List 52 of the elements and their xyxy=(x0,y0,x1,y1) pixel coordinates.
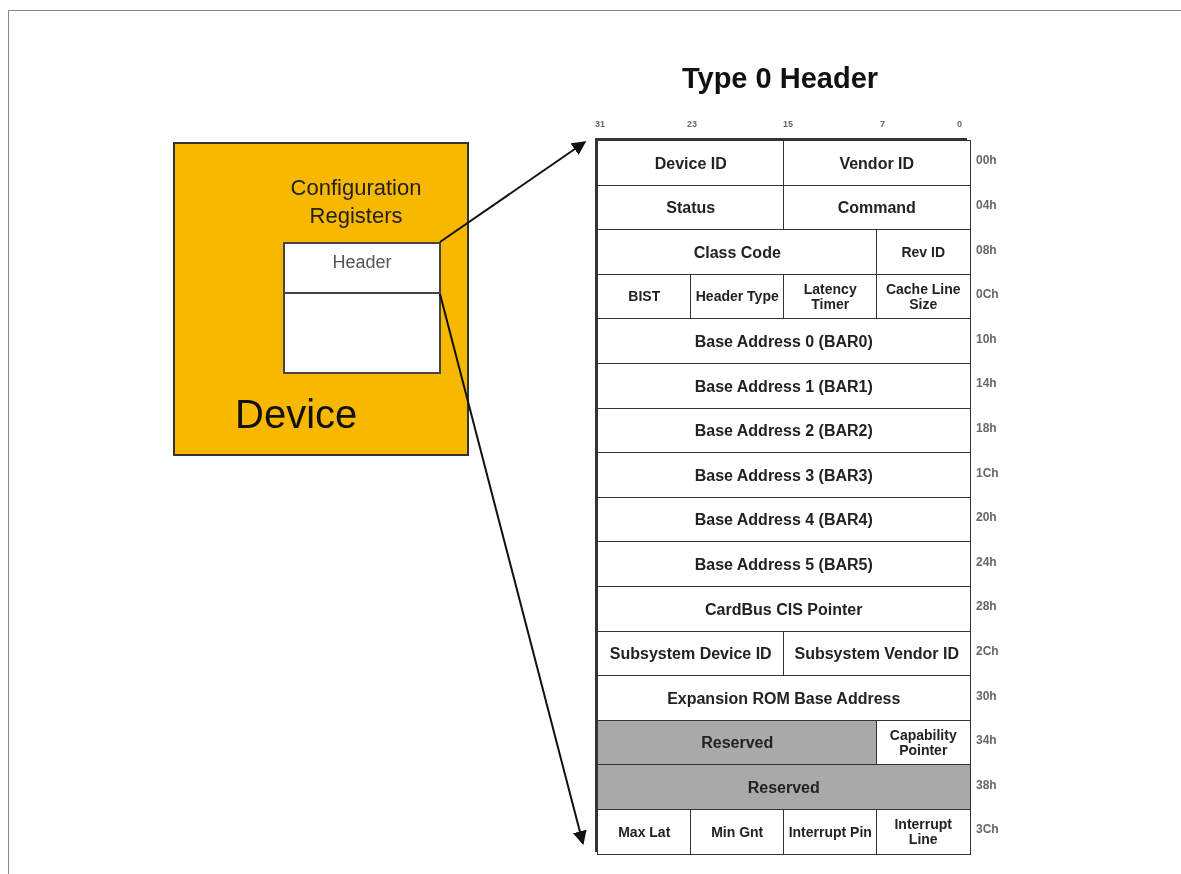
offset-label: 04h xyxy=(976,197,997,212)
register-field: Base Address 5 (BAR5) xyxy=(597,541,971,588)
offset-label: 14h xyxy=(976,376,997,391)
arrow xyxy=(439,293,587,845)
bit-number: 31 xyxy=(595,119,605,129)
register-field: CardBus CIS Pointer xyxy=(597,586,971,633)
offset-label: 24h xyxy=(976,554,997,569)
register-field: Command xyxy=(783,184,971,231)
offset-label: 38h xyxy=(976,777,997,792)
offset-label: 08h xyxy=(976,242,997,257)
register-label: Header xyxy=(332,252,392,274)
section-heading: Configuration Registers xyxy=(289,174,423,230)
register-field: Interrupt Pin xyxy=(783,809,878,856)
register-field: Base Address 3 (BAR3) xyxy=(597,452,971,499)
header-register xyxy=(283,242,441,294)
register-field: Subsystem Vendor ID xyxy=(783,630,971,677)
offset-label: 10h xyxy=(976,331,997,346)
bit-number: 7 xyxy=(880,119,885,129)
register-field: Base Address 2 (BAR2) xyxy=(597,407,971,454)
register-field: Interrupt Line xyxy=(876,809,971,856)
offset-label: 28h xyxy=(976,599,997,614)
offset-label: 0Ch xyxy=(976,287,999,302)
register-field: Base Address 4 (BAR4) xyxy=(597,496,971,543)
device-box xyxy=(173,142,469,456)
register-field: Min Gnt xyxy=(690,809,785,856)
register-field: Class Code xyxy=(597,229,878,276)
offset-label: 30h xyxy=(976,688,997,703)
register-field: Capability Pointer xyxy=(876,719,971,766)
bit-number: 0 xyxy=(957,119,962,129)
register-field: Reserved xyxy=(597,764,971,811)
register-field: Base Address 1 (BAR1) xyxy=(597,363,971,410)
arrow xyxy=(439,141,587,243)
register-field: Reserved xyxy=(597,719,878,766)
offset-label: 2Ch xyxy=(976,643,999,658)
offset-label: 18h xyxy=(976,420,997,435)
register-field: Vendor ID xyxy=(783,140,971,187)
offset-label: 20h xyxy=(976,510,997,525)
device-label: Device xyxy=(235,392,358,437)
register-box xyxy=(283,292,441,374)
offset-label: 00h xyxy=(976,153,997,168)
register-field: Cache Line Size xyxy=(876,273,971,320)
offset-label: 3Ch xyxy=(976,822,999,837)
register-field: Expansion ROM Base Address xyxy=(597,675,971,722)
offset-label: 34h xyxy=(976,733,997,748)
register-field: Max Lat xyxy=(597,809,692,856)
register-field: Base Address 0 (BAR0) xyxy=(597,318,971,365)
register-field: Device ID xyxy=(597,140,785,187)
register-field: Rev ID xyxy=(876,229,971,276)
diagram-title: Type 0 Header xyxy=(680,62,880,95)
offset-label: 1Ch xyxy=(976,465,999,480)
bit-number: 15 xyxy=(783,119,793,129)
bit-number: 23 xyxy=(687,119,697,129)
